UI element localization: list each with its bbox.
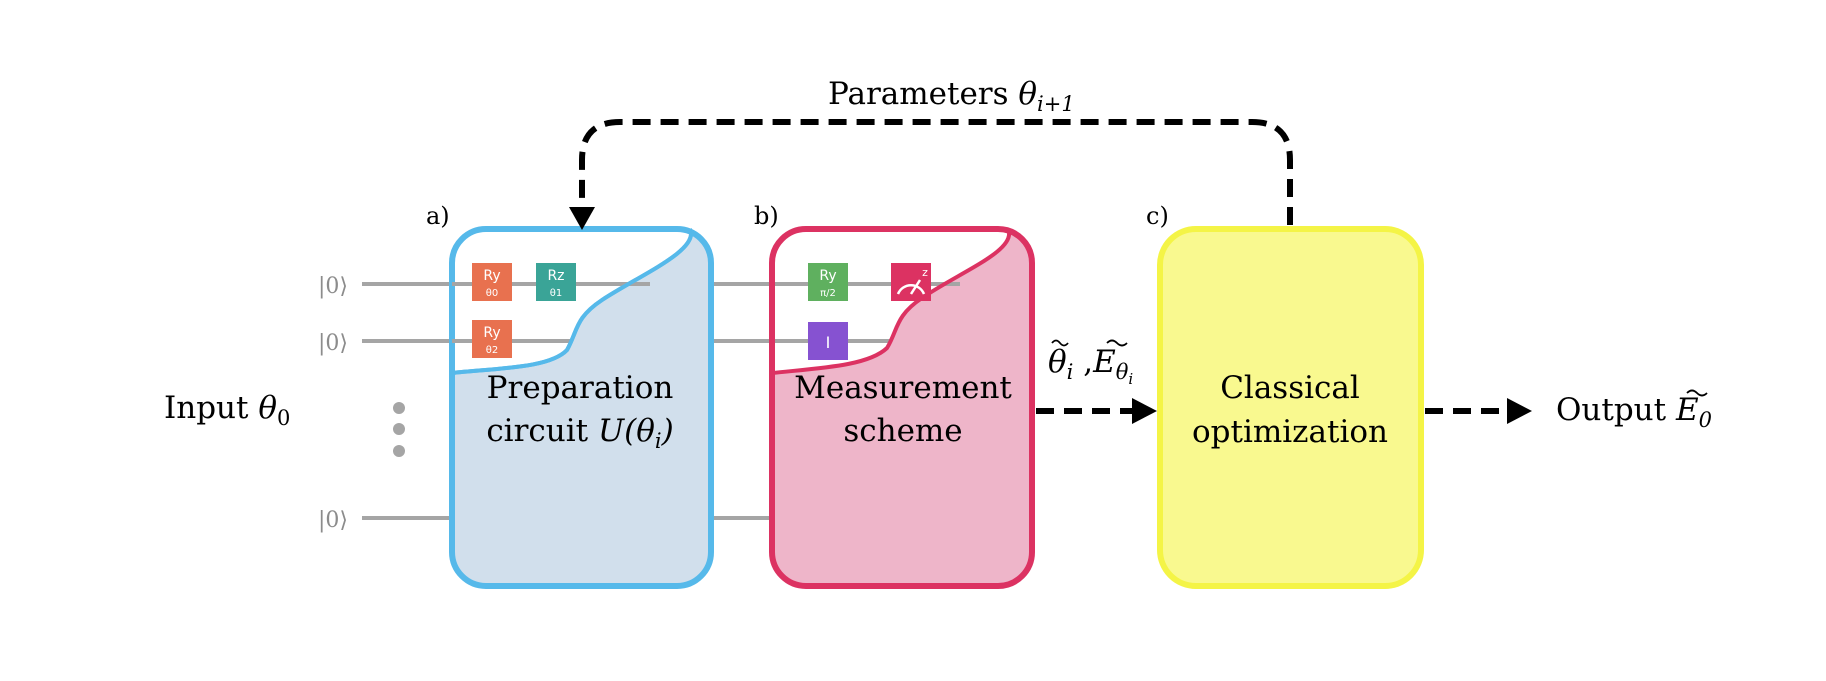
svg-text:z: z: [922, 266, 928, 279]
parameters-feedback-arrow: [569, 119, 1293, 230]
rz-gate-theta1: Rz θ1: [536, 263, 576, 301]
optimization-title: Classical: [1220, 370, 1360, 406]
block-label-a: a): [426, 202, 450, 230]
svg-text:Ry: Ry: [483, 268, 500, 284]
output-label: Output E0: [1556, 392, 1712, 432]
measurement-meter-icon: z: [891, 263, 931, 301]
svg-text:Ry: Ry: [819, 268, 836, 284]
svg-text:Ry: Ry: [483, 325, 500, 341]
identity-gate: I: [808, 322, 848, 360]
svg-text:θ2: θ2: [486, 345, 498, 356]
tilde-output-icon: [1686, 389, 1708, 397]
parameters-label: Parameters θi+1: [828, 76, 1075, 116]
results-arrow: [1036, 398, 1157, 424]
ry-gate-theta0: Ry θ0: [472, 263, 512, 301]
intermediate-results-label: θi ,Eθi: [1048, 344, 1133, 388]
block-label-c: c): [1146, 202, 1169, 230]
qubit-ellipsis-icon: [393, 402, 405, 457]
classical-optimization-block: [1157, 226, 1424, 589]
output-arrow: [1425, 398, 1532, 424]
tilde-theta-icon: [1051, 339, 1069, 347]
block-label-b: b): [754, 202, 779, 230]
ry-gate-theta2: Ry θ2: [472, 320, 512, 358]
tilde-energy-icon: [1106, 339, 1128, 347]
optimization-subtitle: optimization: [1192, 414, 1388, 450]
measurement-subtitle: scheme: [843, 413, 962, 449]
ket-label-3: |0⟩: [318, 508, 348, 533]
measurement-title: Measurement: [794, 370, 1012, 406]
ry-gate-pi-half: Ry π/2: [808, 263, 848, 301]
ket-label-1: |0⟩: [318, 274, 348, 299]
svg-text:I: I: [826, 333, 831, 352]
svg-text:Rz: Rz: [547, 268, 564, 284]
input-label: Input θ0: [164, 390, 290, 430]
ket-label-2: |0⟩: [318, 331, 348, 356]
svg-text:π/2: π/2: [820, 288, 836, 299]
svg-text:θ1: θ1: [550, 288, 562, 299]
preparation-subtitle: circuit U(θi): [486, 413, 673, 453]
preparation-title: Preparation: [487, 370, 674, 406]
svg-text:θ0: θ0: [486, 288, 498, 299]
